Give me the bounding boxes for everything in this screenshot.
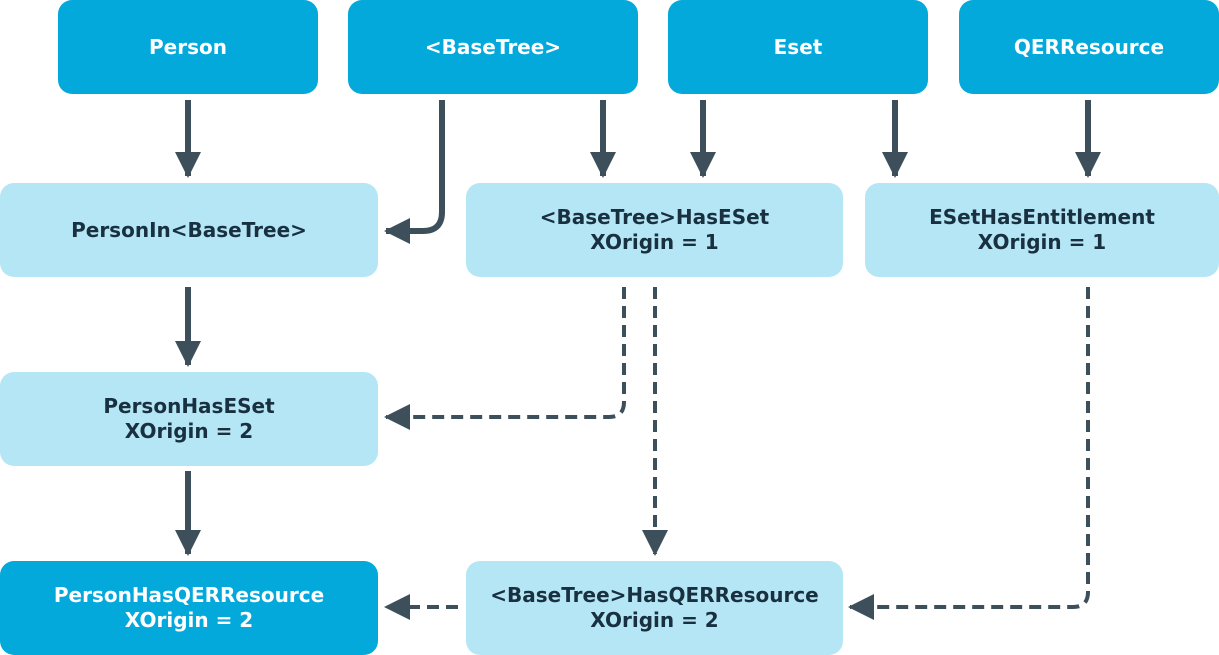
arrow-basetree-to-personin: [384, 100, 445, 244]
arrow-entitlement-to-hasqer: [848, 287, 1090, 620]
basetree-has-eset-node: <BaseTree>HasESet XOrigin = 1: [466, 183, 843, 277]
basetree-has-eset-origin: XOrigin = 1: [590, 230, 719, 254]
basetree-has-eset-label: <BaseTree>HasESet: [539, 205, 770, 229]
person-in-basetree-node: PersonIn<BaseTree>: [0, 183, 378, 277]
basetree-has-qerresource-label: <BaseTree>HasQERResource: [490, 583, 819, 607]
basetree-node: <BaseTree>: [348, 0, 638, 94]
qerresource-label: QERResource: [1013, 34, 1165, 59]
basetree-has-qerresource-node: <BaseTree>HasQERResource XOrigin = 2: [466, 561, 843, 655]
arrow-hasset-to-personhaseset: [384, 287, 626, 430]
person-has-qerresource-node: PersonHasQERResource XOrigin = 2: [0, 561, 378, 655]
eset-has-entitlement-node: ESetHasEntitlement XOrigin = 1: [865, 183, 1219, 277]
basetree-has-qerresource-origin: XOrigin = 2: [590, 608, 719, 632]
person-label: Person: [149, 34, 227, 59]
person-has-qerresource-origin: XOrigin = 2: [124, 608, 254, 632]
person-has-eset-origin: XOrigin = 2: [124, 419, 254, 443]
eset-label: Eset: [773, 34, 823, 59]
eset-has-entitlement-label: ESetHasEntitlement: [929, 205, 1155, 229]
basetree-label: <BaseTree>: [424, 34, 562, 59]
person-has-qerresource-label: PersonHasQERResource: [53, 583, 325, 607]
person-node: Person: [58, 0, 318, 94]
person-has-eset-label: PersonHasESet: [103, 394, 275, 418]
eset-has-entitlement-origin: XOrigin = 1: [977, 230, 1107, 254]
eset-node: Eset: [668, 0, 928, 94]
person-in-basetree-label: PersonIn<BaseTree>: [71, 217, 307, 242]
person-has-eset-node: PersonHasESet XOrigin = 2: [0, 372, 378, 466]
qerresource-node: QERResource: [959, 0, 1219, 94]
